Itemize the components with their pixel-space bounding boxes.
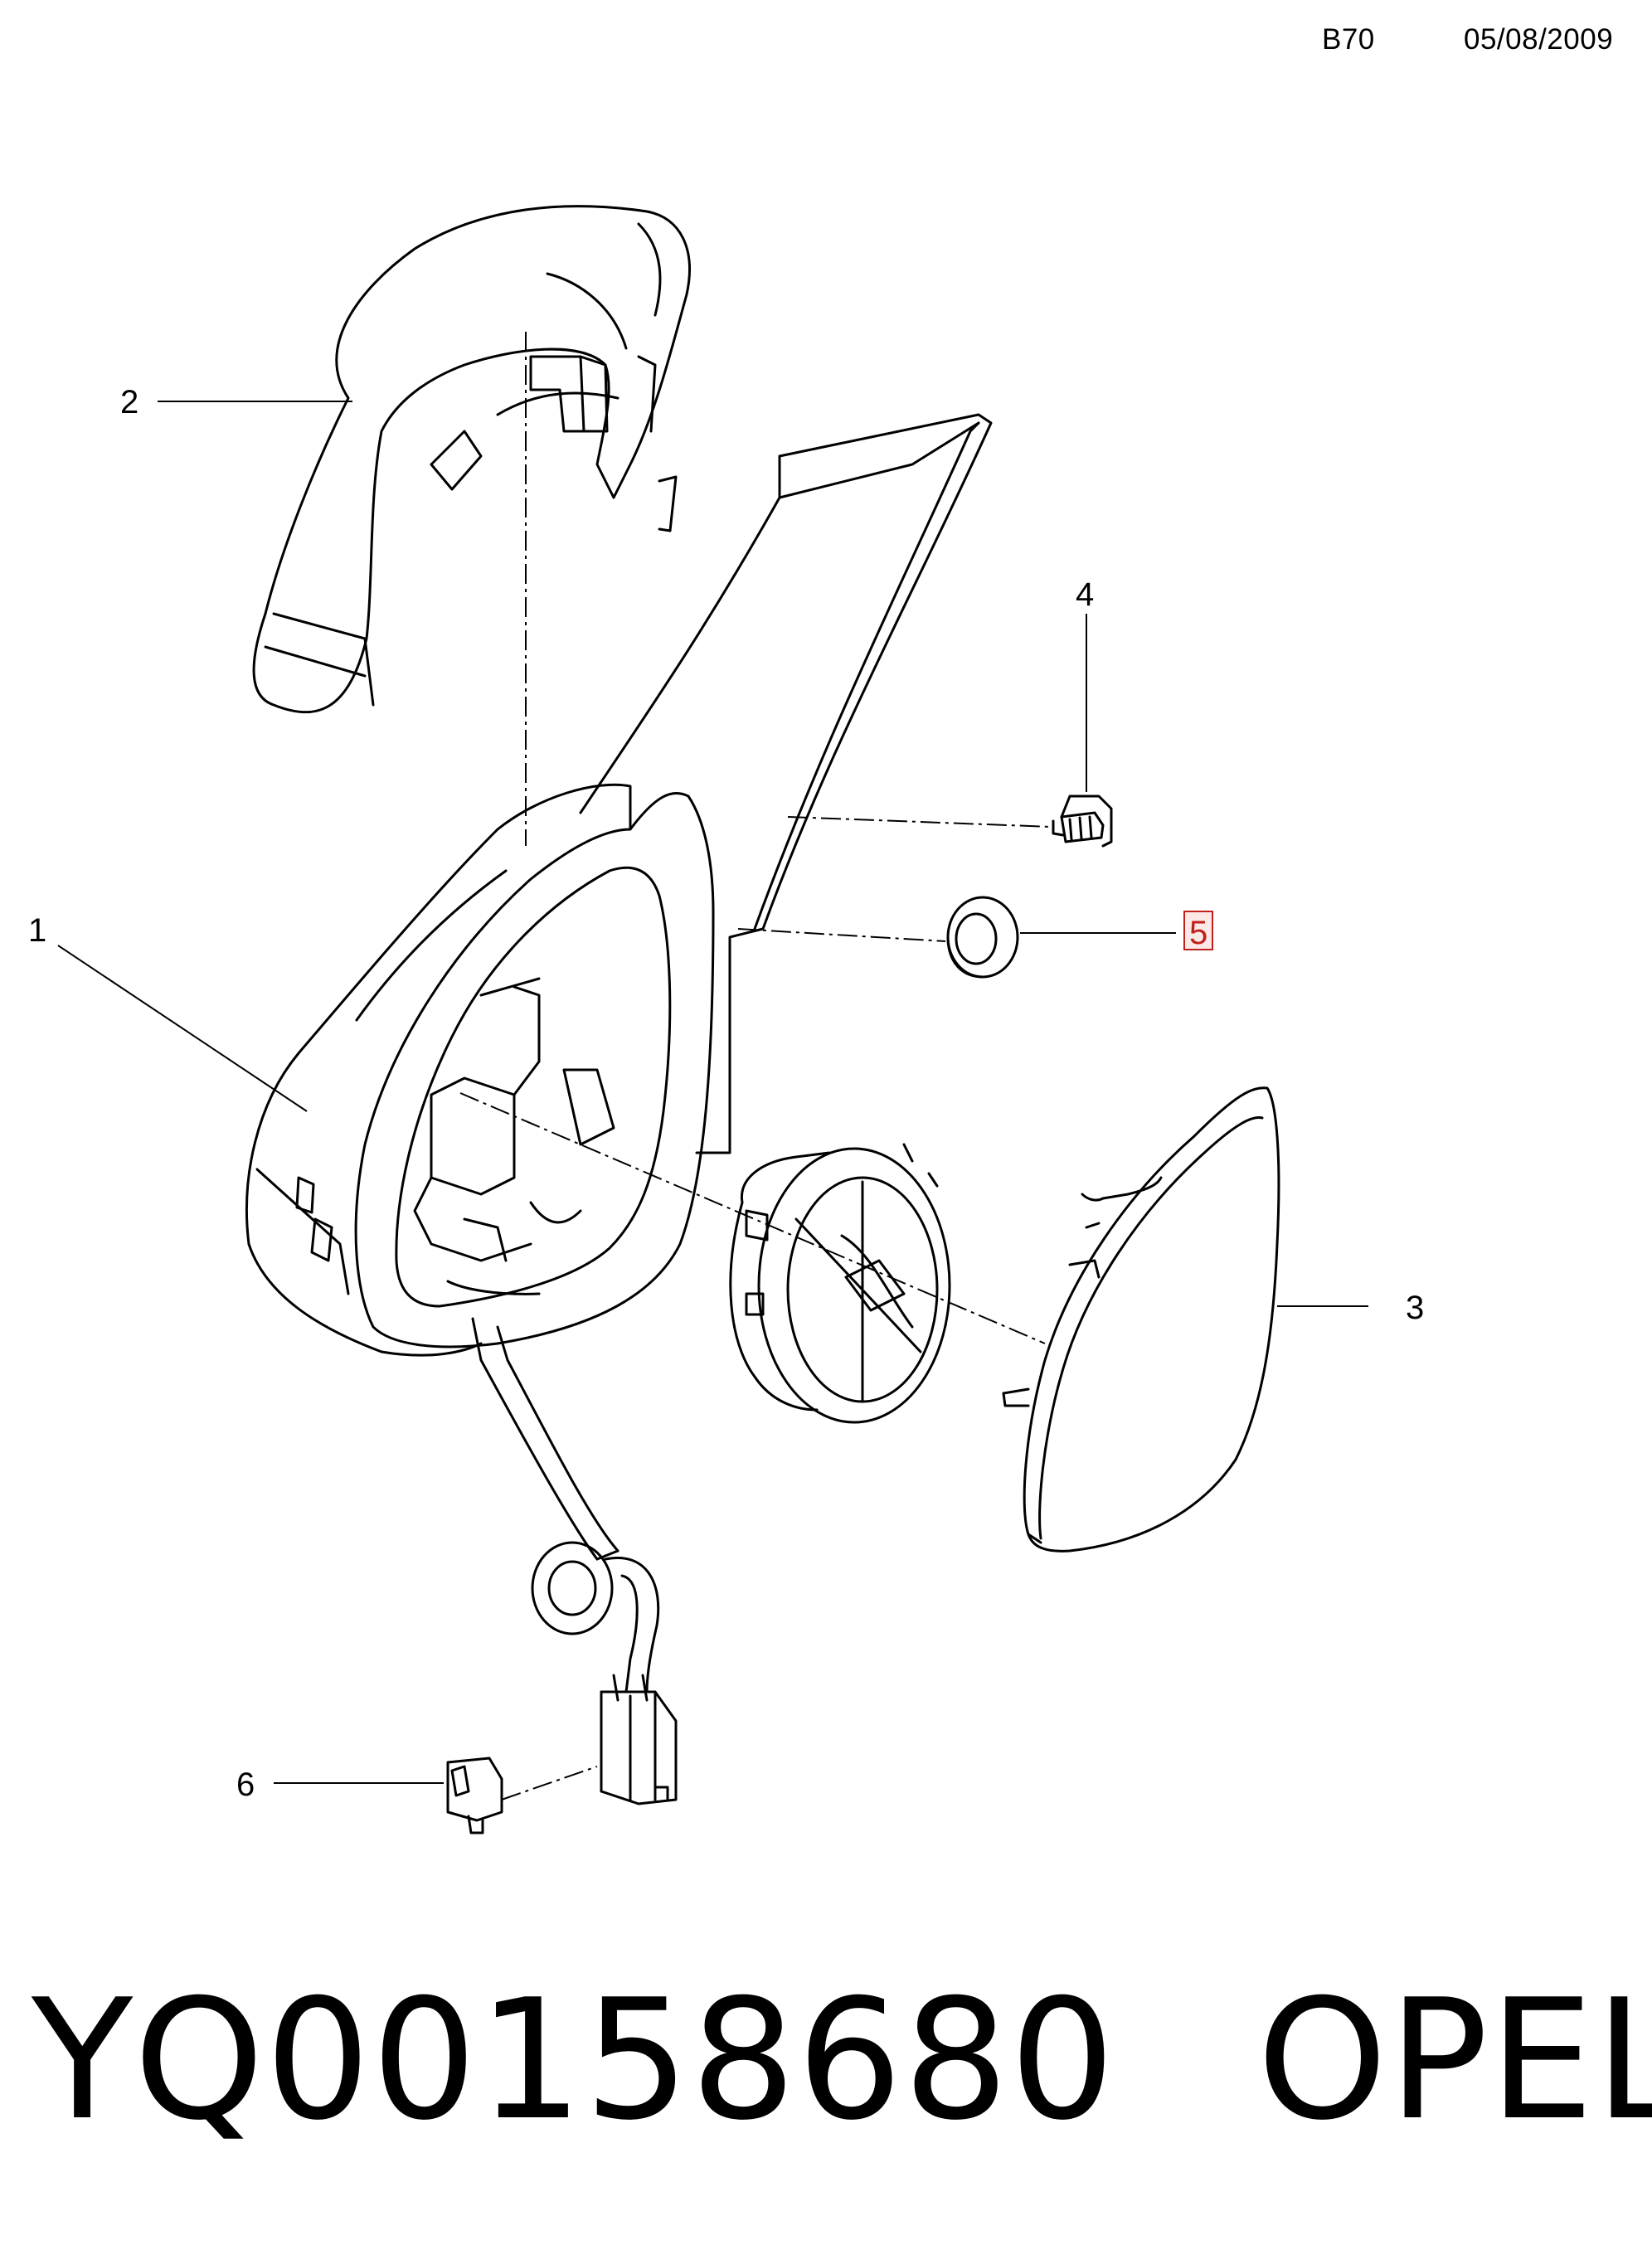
mirror-glass: [1002, 1086, 1280, 1553]
leader-line-1: [57, 945, 308, 1112]
mirror-actuator-motor: [729, 1143, 951, 1424]
mirror-arm-base: [579, 413, 993, 1154]
mirror-housing: [245, 783, 715, 1561]
callout-5: 5: [1189, 915, 1207, 951]
screw: [1052, 794, 1113, 848]
callout-4: 4: [1076, 576, 1094, 613]
callout-5-highlight-box: [1183, 911, 1213, 950]
brand-name: OPEL: [1256, 1964, 1652, 2157]
callout-3: 3: [1406, 1290, 1424, 1326]
sheet-code: B70: [1322, 23, 1375, 56]
assembly-line-screw: [787, 816, 1052, 828]
sheet-date: 05/08/2009: [1464, 23, 1614, 56]
mirror-cover-cap: [252, 205, 691, 714]
callout-2: 2: [120, 384, 138, 420]
callout-1: 1: [28, 912, 46, 949]
plug-connector: [446, 1757, 503, 1834]
assembly-line-actuator: [459, 1092, 1046, 1344]
exploded-parts-diagram: 1 2 3 4 5 6: [28, 205, 1424, 1834]
assembly-line-grommet: [737, 928, 946, 942]
grommet: [946, 896, 1019, 979]
assembly-line-connector: [501, 1766, 598, 1800]
part-number: YQ00158680: [32, 1964, 1116, 2157]
cable-grommet: [531, 1541, 660, 1693]
callout-6: 6: [236, 1766, 255, 1803]
wiring-connector-housing: [600, 1674, 678, 1805]
